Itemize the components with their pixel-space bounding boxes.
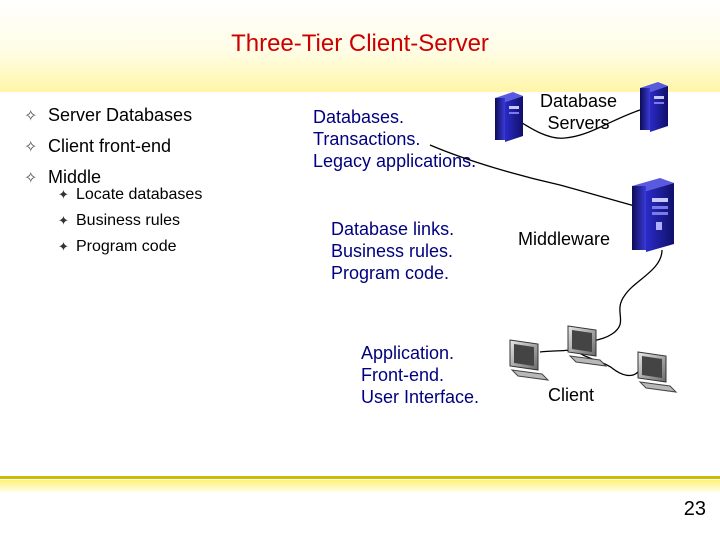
server-tower-icon xyxy=(632,178,674,252)
cable-db-to-middleware xyxy=(429,144,651,211)
sub-bullet-list: ✦Locate databases ✦Business rules ✦Progr… xyxy=(58,182,202,260)
server-tower-icon xyxy=(640,82,668,132)
database-tier-text: Databases. Transactions. Legacy applicat… xyxy=(313,107,477,171)
four-point-star-icon: ✦ xyxy=(58,187,69,202)
desktop-computer-icon xyxy=(567,325,608,367)
page-number: 23 xyxy=(683,498,706,520)
main-bullet-list: ✧Server Databases ✧Client front-end ✧Mid… xyxy=(24,100,192,193)
slide-title: Three-Tier Client-Server xyxy=(231,30,489,57)
desktop-computer-icon xyxy=(637,351,678,393)
client-tier-text: Application. Front-end. User Interface. xyxy=(361,343,480,407)
server-tower-icon xyxy=(495,92,523,142)
sub-bullet-item: ✦Locate databases xyxy=(58,182,202,208)
four-point-star-icon: ✦ xyxy=(58,213,69,228)
diamond-star-icon: ✧ xyxy=(24,108,38,125)
bullet-item: ✧Middle xyxy=(24,162,192,193)
desktop-computer-icon xyxy=(509,339,550,381)
database-servers-label: Database Servers xyxy=(540,91,618,133)
cable-db-to-db xyxy=(513,109,641,139)
bullet-item: ✧Server Databases xyxy=(24,100,192,131)
title-band xyxy=(0,0,720,92)
middleware-tier-text: Database links. Business rules. Program … xyxy=(331,219,455,283)
sub-bullet-item: ✦Program code xyxy=(58,234,202,260)
four-point-star-icon: ✦ xyxy=(58,239,69,254)
footer-band xyxy=(0,480,720,492)
footer-divider xyxy=(0,476,720,479)
bullet-item: ✧Client front-end xyxy=(24,131,192,162)
middleware-label: Middleware xyxy=(518,229,611,249)
sub-bullet-item: ✦Business rules xyxy=(58,208,202,234)
diamond-star-icon: ✧ xyxy=(24,139,38,156)
diamond-star-icon: ✧ xyxy=(24,170,38,187)
client-label: Client xyxy=(548,385,595,405)
